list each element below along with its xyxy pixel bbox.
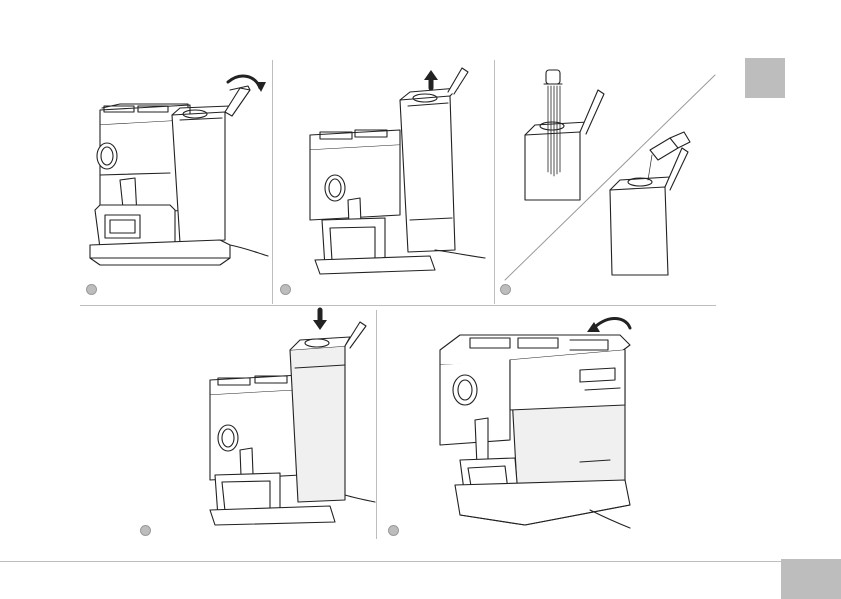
panel-divider bbox=[272, 60, 273, 304]
language-tab bbox=[745, 58, 785, 98]
step-5-illustration bbox=[430, 310, 640, 539]
step-3-illustration bbox=[500, 60, 715, 304]
step-2-marker bbox=[280, 284, 291, 295]
panel-divider bbox=[376, 310, 377, 539]
step-1-marker bbox=[86, 284, 97, 295]
row-divider bbox=[80, 305, 716, 306]
footer-rule bbox=[0, 561, 781, 562]
page-number-tab bbox=[781, 559, 841, 599]
step-2-illustration bbox=[290, 60, 490, 304]
step-5-marker bbox=[388, 525, 399, 536]
step-3-marker bbox=[500, 284, 511, 295]
step-1-illustration bbox=[80, 60, 270, 304]
panel-divider bbox=[494, 60, 495, 304]
step-4-marker bbox=[140, 525, 151, 536]
step-4-illustration bbox=[170, 310, 375, 539]
